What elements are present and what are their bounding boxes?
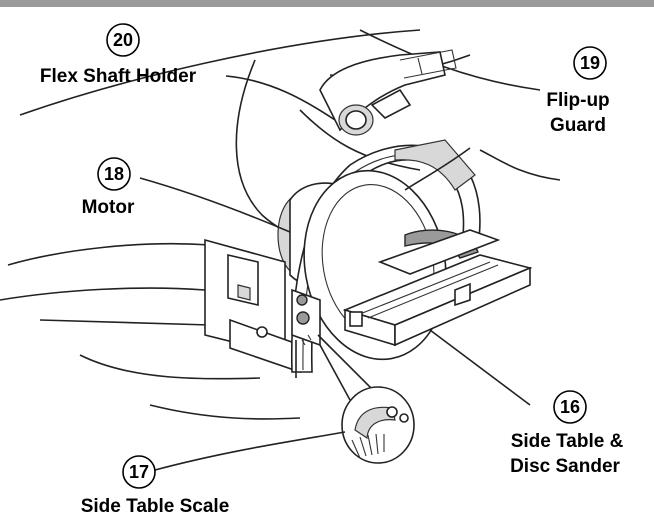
callout-label-line2: Disc Sander [510,456,620,477]
leader-16 [429,329,531,406]
callout-18: 18 Motor [82,157,135,218]
base-bracket [204,238,301,374]
callout-circle [553,390,587,424]
callout-circle [106,23,140,57]
leader-20 [225,75,336,121]
callout-17: 17 Side Table Scale [81,455,230,517]
flex-shaft-holder-part [319,49,457,136]
callout-20: 20 Flex Shaft Holder [40,23,197,87]
callout-number: 17 [129,462,149,482]
leader-19 [404,147,471,191]
callout-number: 18 [104,164,124,184]
callout-number: 16 [560,397,580,417]
callout-label: Motor [82,197,135,218]
callout-circle [97,157,131,191]
callout-label: Flex Shaft Holder [40,66,197,87]
callout-label-line1: Side Table & [511,431,624,452]
callout-number: 20 [113,30,133,50]
side-table-part [342,229,533,347]
callout-label: Side Table Scale [81,496,230,517]
scale-inset [317,334,415,464]
callout-number: 19 [580,53,600,73]
callout-circle [122,455,156,489]
callout-16: 16 Side Table & Disc Sander [510,390,624,477]
callout-19: 19 Flip-up Guard [546,46,610,136]
callout-label-line1: Flip-up [546,90,609,111]
leader-18 [139,177,291,233]
callout-circle [573,46,607,80]
top-bar [0,0,654,7]
callout-label-line2: Guard [550,115,606,136]
leader-lines [139,75,531,471]
leader-17 [154,431,346,471]
